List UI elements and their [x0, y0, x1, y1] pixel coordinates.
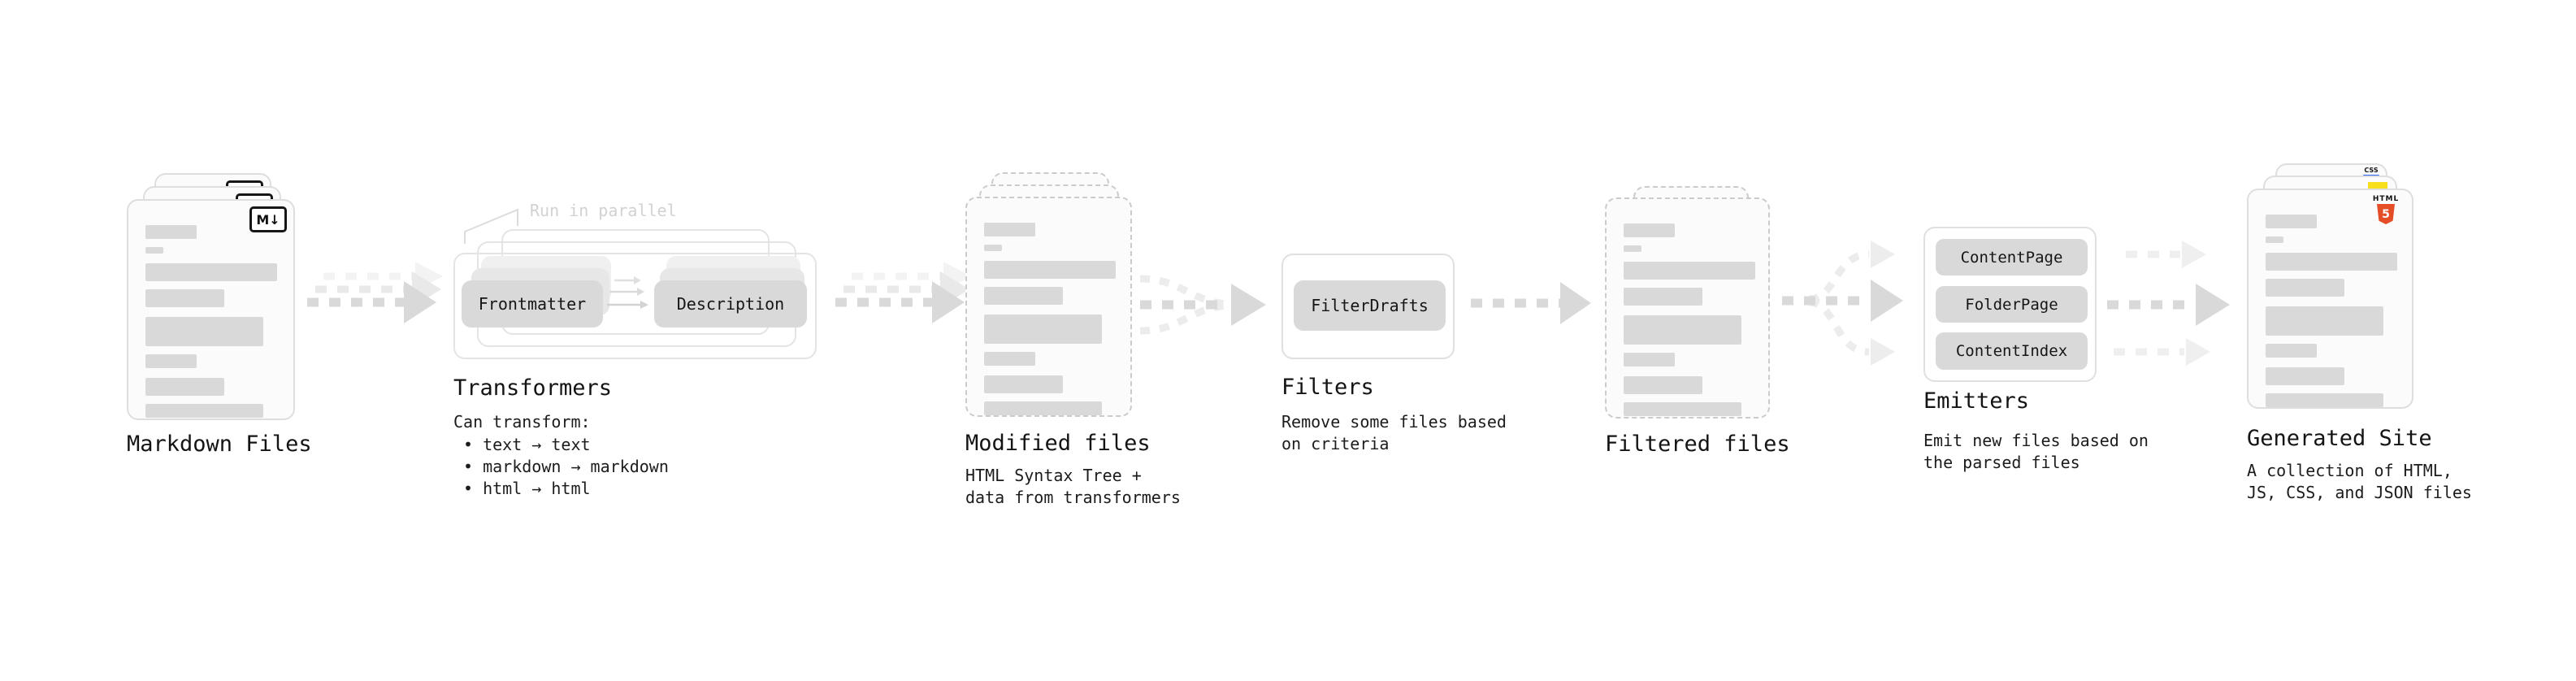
- bullet-item: • html → html: [463, 479, 591, 498]
- markdown-icon: M↓: [249, 206, 287, 232]
- flow-arrow-modified-to-filters: [1139, 275, 1266, 335]
- bullet-item: • markdown → markdown: [463, 457, 669, 476]
- emitter-box-contentpage: ContentPage: [1936, 239, 2088, 275]
- html5-icon-shield: 5: [2377, 204, 2395, 224]
- generated-site-description: A collection of HTML, JS, CSS, and JSON …: [2247, 460, 2472, 504]
- stage-label-generated-site: Generated Site: [2247, 426, 2432, 451]
- description-line: Emit new files based on: [1923, 431, 2149, 450]
- run-in-parallel-annotation: Run in parallel: [530, 201, 677, 220]
- emitters-card: ContentPage FolderPage ContentIndex: [1923, 227, 2097, 382]
- description-line: Remove some files based: [1281, 412, 1507, 432]
- stage-label-modified-files: Modified files: [965, 431, 1151, 456]
- description-line: HTML Syntax Tree +: [965, 466, 1142, 485]
- document-skeleton-lines: [984, 223, 1116, 415]
- document-skeleton-lines: [2266, 215, 2397, 407]
- document-skeleton-lines: [1624, 223, 1755, 416]
- flow-arrow-transformers-to-modified: [835, 262, 971, 323]
- filters-description: Remove some files based on criteria: [1281, 411, 1507, 455]
- modified-file-card: [965, 197, 1132, 417]
- modified-files-description: HTML Syntax Tree + data from transformer…: [965, 465, 1181, 509]
- html5-icon-number: 5: [2382, 207, 2390, 221]
- bullet-item: • text → text: [463, 435, 591, 454]
- emitters-description: Emit new files based on the parsed files: [1923, 430, 2149, 474]
- flow-arrow-markdown-to-transformers: [307, 262, 443, 323]
- stage-label-filters: Filters: [1281, 375, 1374, 400]
- description-line: data from transformers: [965, 488, 1181, 507]
- emitter-box-folderpage: FolderPage: [1936, 286, 2088, 323]
- markdown-file-card: M↓: [127, 199, 295, 420]
- transformers-description: Can transform:: [453, 412, 591, 432]
- transformers-bullets: • text → text • markdown → markdown • ht…: [463, 434, 669, 500]
- site-file-card-html: HTML 5: [2247, 189, 2413, 409]
- description-line: on criteria: [1281, 434, 1390, 453]
- flow-arrow-emitters-to-site: [2107, 241, 2230, 366]
- stage-label-emitters: Emitters: [1923, 388, 2030, 414]
- transform-arrows: [607, 276, 648, 309]
- description-line: the parsed files: [1923, 453, 2080, 472]
- css-icon-label: CSS: [2364, 167, 2379, 174]
- description-line: A collection of HTML,: [2247, 461, 2452, 480]
- flow-arrow-filters-to-filtered: [1471, 282, 1591, 324]
- document-skeleton-lines: [145, 225, 279, 418]
- annotation-leader-line: [464, 208, 518, 244]
- description-box: Description: [654, 280, 807, 327]
- flow-arrow-filtered-to-emitters: [1782, 241, 1903, 366]
- html5-icon: HTML 5: [2367, 195, 2405, 224]
- html5-icon-label: HTML: [2372, 195, 2400, 203]
- filterdrafts-box: FilterDrafts: [1294, 280, 1446, 331]
- filtered-file-card: [1605, 197, 1770, 419]
- transformer-panel-front: [453, 253, 817, 359]
- description-line: JS, CSS, and JSON files: [2247, 483, 2472, 502]
- stage-label-filtered-files: Filtered files: [1605, 432, 1790, 457]
- frontmatter-box: Frontmatter: [462, 280, 603, 327]
- filters-card: FilterDrafts: [1281, 254, 1455, 359]
- stage-label-transformers: Transformers: [453, 375, 613, 401]
- stage-label-markdown-files: Markdown Files: [127, 432, 312, 457]
- emitter-box-contentindex: ContentIndex: [1936, 332, 2088, 370]
